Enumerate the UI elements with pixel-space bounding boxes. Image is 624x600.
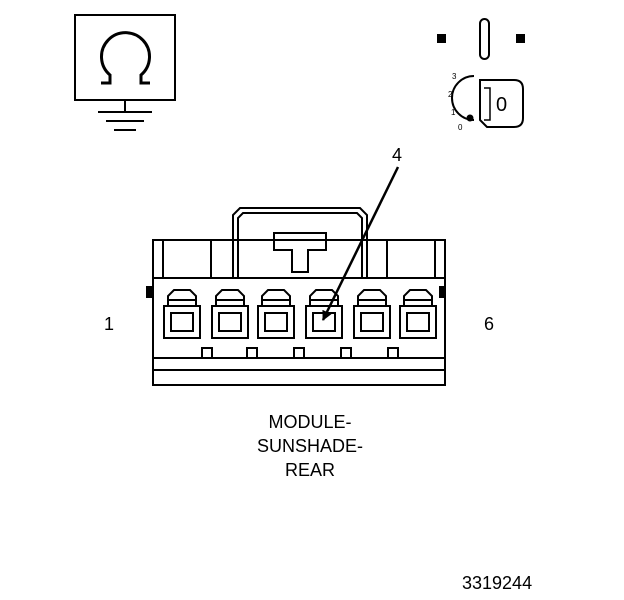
caption-line-2: SUNSHADE- <box>256 436 363 456</box>
cavity-2 <box>211 289 249 339</box>
ignition-position-0: 0 <box>458 123 463 132</box>
figure-id: 3319244 <box>462 573 533 593</box>
cavity-6 <box>399 289 437 339</box>
callout-number: 4 <box>392 145 403 165</box>
connector-housing <box>146 207 446 386</box>
callout-arrow <box>321 166 400 321</box>
pin-label-left: 1 <box>104 314 115 334</box>
cavity-3 <box>257 289 295 339</box>
connector-cavities <box>163 289 437 339</box>
caption-line-1: MODULE- <box>268 412 352 432</box>
ignition-position-3: 3 <box>452 72 457 81</box>
cavity-5 <box>353 289 391 339</box>
ohm-ground-icon <box>74 14 176 131</box>
connector-caption: MODULE- SUNSHADE- REAR <box>230 410 390 482</box>
pin-label-right: 6 <box>484 314 495 334</box>
cavity-1 <box>163 289 201 339</box>
cavity-4 <box>305 289 343 339</box>
ignition-position-1: 1 <box>451 108 456 117</box>
ignition-key-off-icon <box>437 18 525 128</box>
ignition-position-2: 2 <box>448 90 453 99</box>
ignition-key-label: 0 <box>496 94 508 116</box>
caption-line-3: REAR <box>284 460 335 480</box>
